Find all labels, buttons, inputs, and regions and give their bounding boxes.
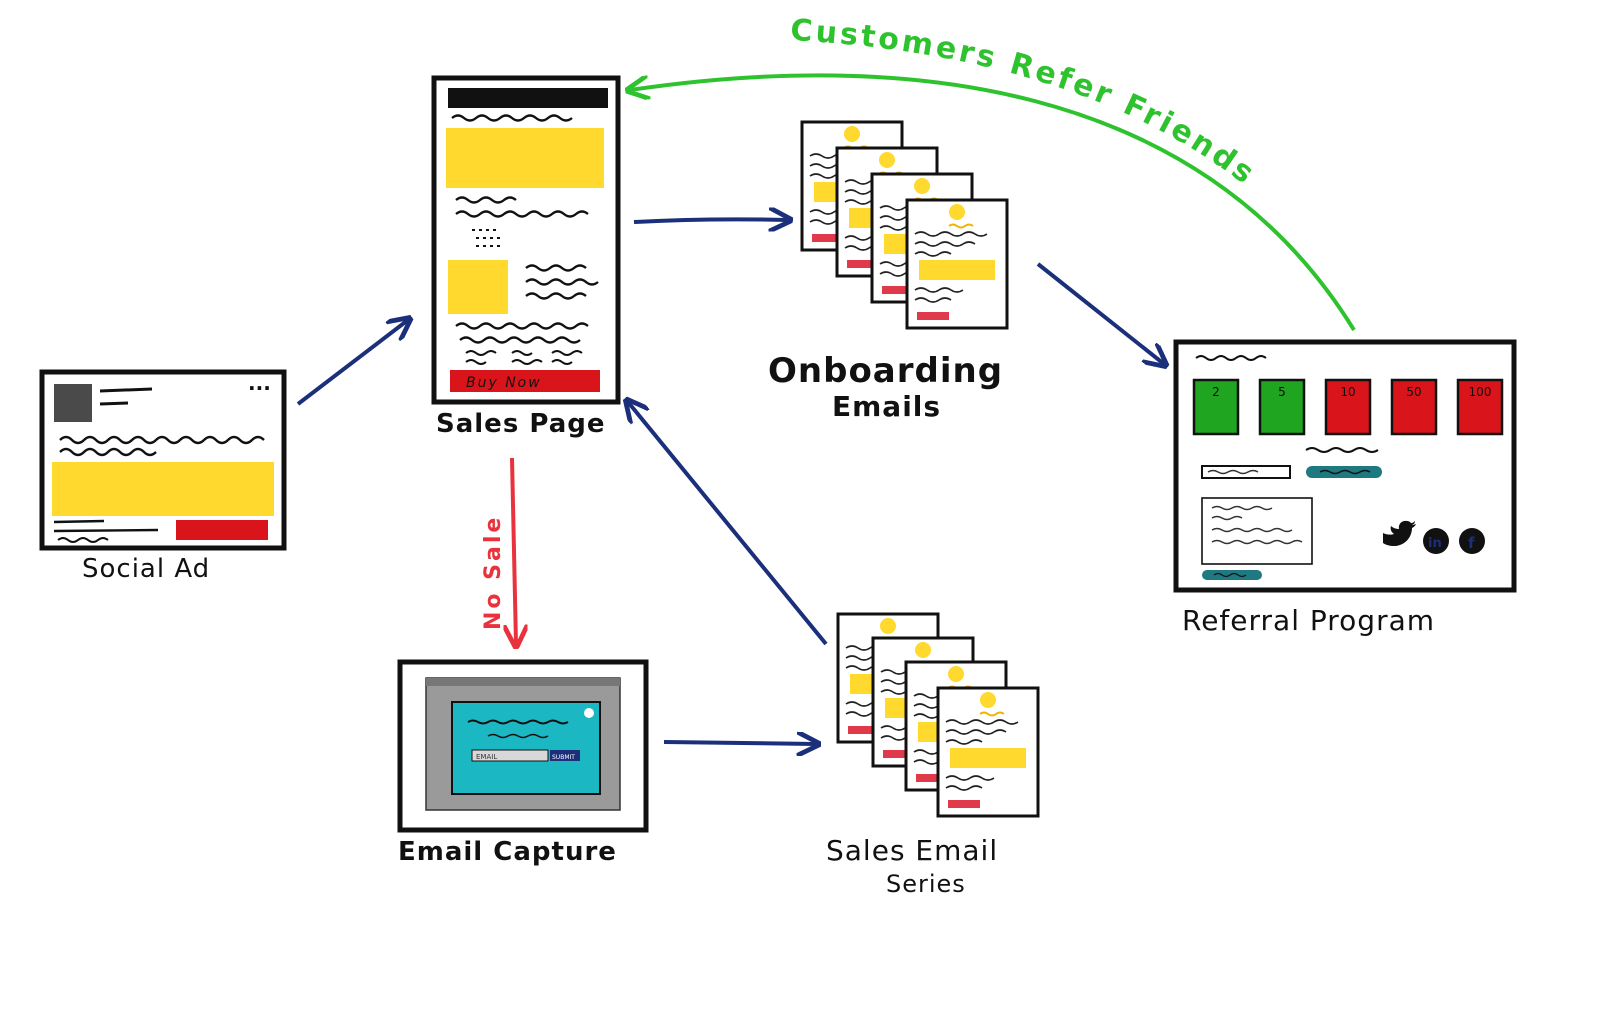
sales-page-node: Buy Now Sales Page (431, 75, 621, 439)
sales-series-label-line1: Sales Email (826, 834, 998, 867)
submit-button (550, 750, 580, 761)
sales-email-series-node: Sales Email Series (826, 612, 1040, 898)
onboarding-label-line1: Onboarding (768, 351, 1003, 391)
reward-tiers: 2 5 10 50 100 (1192, 378, 1504, 436)
reward-tier-box (1192, 378, 1240, 436)
buy-now-button (450, 370, 600, 392)
arrow-ad-to-sales-page (296, 320, 408, 406)
copy-link-button (1306, 466, 1382, 478)
reward-tier-label: 50 (1406, 385, 1421, 399)
arrow-sales-page-to-onboarding (633, 219, 788, 222)
popup-close-icon (584, 708, 594, 718)
reward-tier-label: 2 (1212, 385, 1220, 399)
twitter-icon (1383, 520, 1416, 546)
svg-text:in: in (1428, 536, 1442, 551)
linkedin-icon: in (1423, 528, 1449, 554)
social-ad-label: Social Ad (82, 554, 210, 584)
no-sale-label: No Sale (481, 515, 506, 630)
email-field (471, 749, 549, 762)
buy-now-label: Buy Now (466, 375, 542, 391)
hero-image (446, 128, 604, 188)
arrow-no-sale (512, 457, 516, 644)
social-ad-node: ... Social Ad (39, 369, 287, 584)
email-field-label: EMAIL (476, 753, 497, 761)
svg-text:f: f (1468, 534, 1475, 552)
invite-message-box (1201, 497, 1313, 565)
onboarding-emails-node: Onboarding Emails (768, 120, 1009, 423)
referral-program-label: Referral Program (1182, 604, 1435, 637)
arrow-onboarding-to-referral (1036, 262, 1164, 364)
referral-program-node: 2 5 10 50 100 in f Referral Program (1173, 339, 1517, 637)
feature-image (448, 260, 508, 314)
reward-tier-label: 10 (1340, 385, 1355, 399)
send-invite-button (1202, 570, 1262, 580)
facebook-icon: f (1459, 528, 1485, 554)
arrow-capture-to-series (663, 742, 816, 744)
reward-tier-box (1324, 378, 1372, 436)
ad-image (52, 462, 274, 516)
avatar (54, 384, 92, 422)
ad-cta-button (176, 520, 268, 540)
menu-dots-icon: ... (248, 371, 271, 395)
onboarding-label-line2: Emails (832, 390, 941, 423)
reward-tier-box (1258, 378, 1306, 436)
arrow-customers-refer-friends (630, 73, 1356, 332)
sales-series-label-line2: Series (886, 870, 966, 898)
arrow-series-to-sales-page (628, 402, 828, 646)
sales-page-label: Sales Page (436, 409, 606, 439)
capture-popup (451, 701, 601, 795)
referral-link-field (1201, 465, 1291, 479)
submit-button-label: SUBMIT (552, 754, 575, 761)
email-capture-node: EMAIL SUBMIT Email Capture (397, 659, 649, 867)
email-capture-label: Email Capture (398, 837, 617, 867)
reward-tier-box (1456, 378, 1504, 436)
reward-tier-label: 5 (1278, 385, 1286, 399)
reward-tier-box (1390, 378, 1438, 436)
reward-tier-label: 100 (1469, 385, 1492, 399)
